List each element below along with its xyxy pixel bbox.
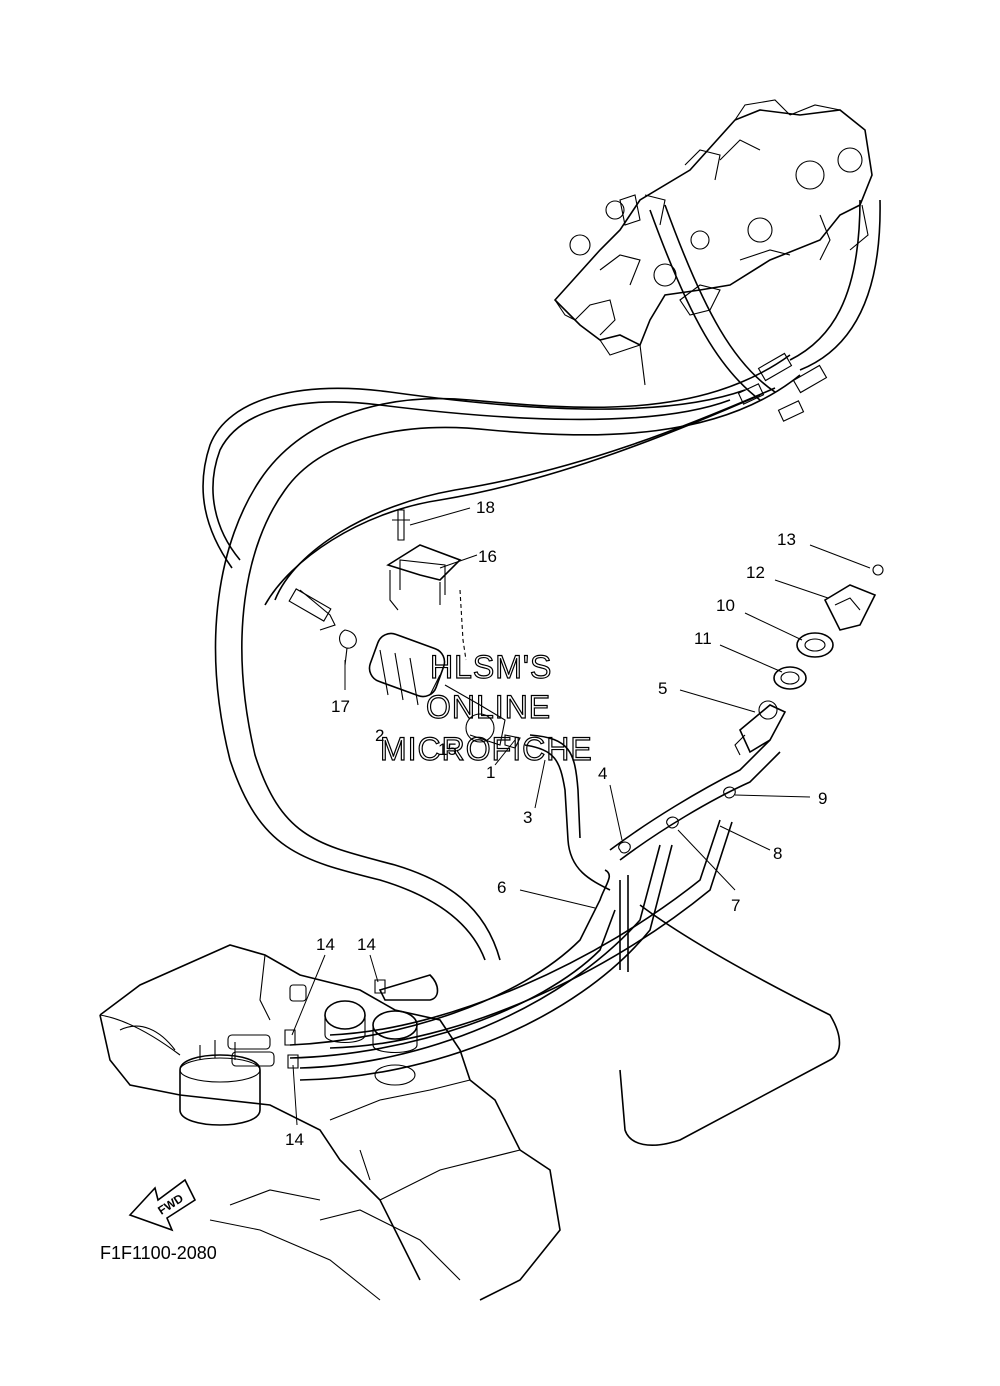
callout-9: 9 [818, 789, 827, 808]
fwd-arrow-label: FWD [155, 1191, 186, 1218]
fuel-hoses [289, 734, 841, 1146]
leader-lines [291, 507, 871, 1126]
callout-7: 7 [731, 896, 740, 915]
watermark-line-3: MICROFICHE [380, 731, 593, 767]
watermark: HLSM'S ONLINE MICROFICHE [379, 648, 593, 767]
callout-1: 1 [486, 763, 495, 782]
fuel-filter-group [339, 509, 521, 749]
callout-10: 10 [716, 596, 735, 615]
filler-parts [618, 564, 884, 854]
watermark-line-2: ONLINE [426, 689, 551, 725]
callout-8: 8 [773, 844, 782, 863]
callout-14-top-right: 14 [357, 935, 376, 954]
cable-runs [202, 199, 881, 961]
throttle-body-assembly [553, 99, 873, 386]
fwd-arrow: FWD [128, 1178, 197, 1232]
callout-13: 13 [777, 530, 796, 549]
callout-14-top-left: 14 [316, 935, 335, 954]
callout-14-bottom: 14 [285, 1130, 304, 1149]
callout-18: 18 [476, 498, 495, 517]
callout-labels: 1 2 3 4 5 6 7 8 9 10 11 12 13 14 14 14 1… [285, 498, 827, 1149]
fuel-tank [99, 944, 561, 1301]
callout-17: 17 [331, 697, 350, 716]
callout-2: 2 [375, 726, 384, 745]
callout-4: 4 [598, 764, 607, 783]
callout-3: 3 [523, 808, 532, 827]
callout-16: 16 [478, 547, 497, 566]
callout-12: 12 [746, 563, 765, 582]
callout-11: 11 [694, 629, 712, 648]
figure-id: F1F1100-2080 [100, 1243, 217, 1263]
watermark-line-1: HLSM'S [430, 649, 552, 685]
callout-5: 5 [658, 679, 667, 698]
callout-15: 15 [438, 740, 457, 759]
callout-6: 6 [497, 878, 506, 897]
